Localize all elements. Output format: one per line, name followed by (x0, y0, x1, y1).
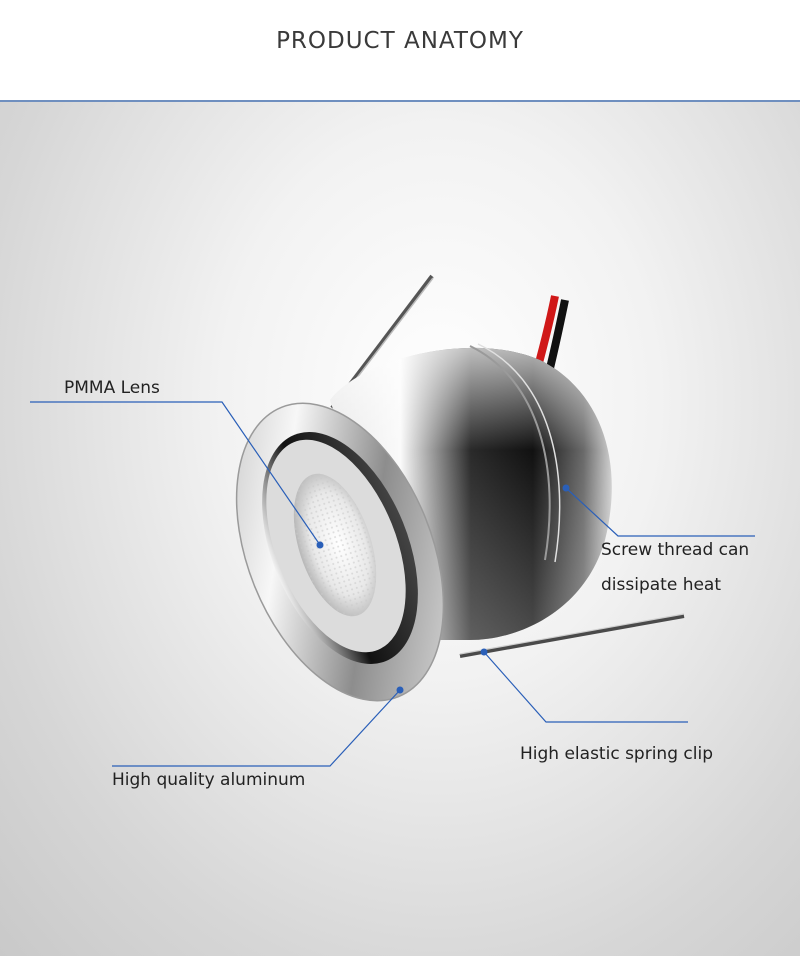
label-screw-thread-line2: dissipate heat (601, 575, 722, 595)
bottom-spring-clip (459, 614, 685, 658)
page-title: PRODUCT ANATOMY (276, 28, 524, 54)
label-pmma-lens: PMMA Lens (64, 378, 160, 398)
product-illustration (30, 274, 755, 767)
label-screw-thread-line1: Screw thread can (601, 540, 750, 560)
callout-dots (316, 484, 570, 694)
screw-thread (469, 345, 551, 561)
header-divider (0, 100, 800, 102)
label-spring-clip: High elastic spring clip (520, 744, 713, 764)
product-stage (0, 102, 800, 956)
callout-lines (30, 401, 755, 767)
header: PRODUCT ANATOMY (0, 0, 800, 100)
label-aluminum: High quality aluminum (112, 770, 306, 790)
